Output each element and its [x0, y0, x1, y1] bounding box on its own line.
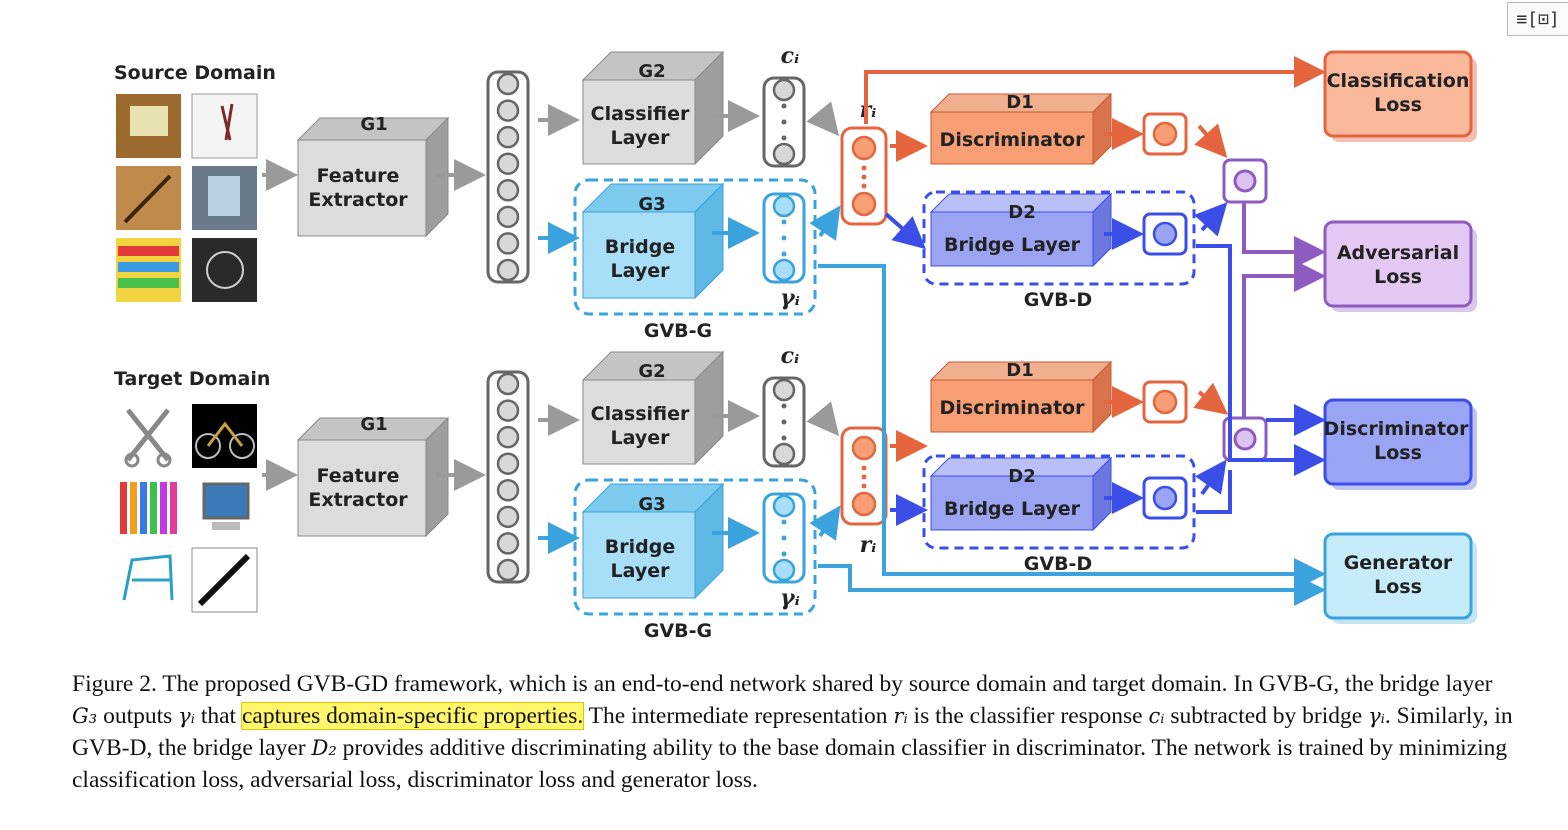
source-classifier-label: Classifier — [591, 103, 690, 125]
target-r-i-label: rᵢ — [860, 532, 877, 558]
source-gamma-i-label: γᵢ — [780, 285, 800, 311]
generator-loss-label-2: Loss — [1374, 576, 1422, 598]
caption-highlight[interactable]: captures domain-specific properties. — [240, 702, 585, 730]
target-gvb-g-box — [573, 478, 817, 616]
source-discriminator-label: Discriminator — [940, 129, 1086, 151]
caption-text-2: outputs — [97, 703, 179, 729]
generator-loss-box: Generator Loss — [1323, 532, 1477, 624]
generator-loss-label-1: Generator — [1344, 552, 1453, 574]
caption-c: cᵢ — [1148, 704, 1165, 728]
discriminator-loss-label-2: Loss — [1374, 442, 1422, 464]
caption-text-5: is the classifier response — [907, 703, 1149, 729]
caption-d2: D₂ — [311, 736, 337, 760]
classification-loss-label-2: Loss — [1374, 94, 1422, 116]
source-representation-vector — [840, 126, 888, 226]
discriminator-loss-label-1: Discriminator — [1324, 418, 1470, 440]
classification-loss-label-1: Classification — [1327, 70, 1470, 92]
source-d1-discriminator-cube — [929, 92, 1113, 166]
source-gvb-d-box — [922, 190, 1196, 286]
target-extractor-label: Extractor — [308, 489, 408, 511]
source-d2-bridge-cube — [929, 192, 1113, 268]
source-gvb-g-box — [573, 178, 817, 316]
source-feature-extractor-cube — [296, 116, 450, 238]
target-d2-bridge-cube — [929, 456, 1113, 532]
adversarial-loss-box: Adversarial Loss — [1323, 220, 1477, 312]
target-d2-bridge-layer-label: Bridge Layer — [944, 498, 1081, 520]
target-bridge-layer-label: Layer — [611, 560, 671, 582]
target-domain-label: Target Domain — [114, 368, 270, 390]
source-feature-vector — [486, 70, 530, 284]
source-d2-bridge-layer-label: Bridge Layer — [944, 234, 1081, 256]
caption-text-6: subtracted by bridge — [1164, 703, 1369, 729]
source-d2-label: D2 — [1008, 202, 1035, 223]
caption-gamma-2: γᵢ — [1368, 704, 1385, 728]
target-d2-label: D2 — [1008, 466, 1035, 487]
source-g2-label: G2 — [638, 61, 665, 82]
caption-text-8: provides additive discriminating ability… — [72, 735, 1508, 793]
caption-text-3: that — [194, 703, 242, 729]
caption-text-7: . Similarly, in GVB-D, the bridge layer — [72, 703, 1513, 761]
source-domain-label: Source Domain — [114, 62, 276, 84]
target-g3-label: G3 — [638, 494, 665, 515]
source-feature-label: Feature — [317, 165, 400, 187]
target-gvb-d-label: GVB-D — [1024, 553, 1092, 575]
source-pipeline: G1FeatureExtractorG2ClassifierLayerGVB-G… — [262, 43, 1196, 342]
target-d1-label: D1 — [1006, 360, 1033, 381]
gvb-gd-diagram: Source Domain Target Domain — [114, 43, 1477, 642]
target-feature-label: Feature — [317, 465, 400, 487]
source-classifier-cube — [581, 50, 725, 166]
target-gamma-i-label: γᵢ — [780, 585, 800, 611]
target-bridge-label: Bridge — [605, 536, 675, 558]
source-c-i-label: cᵢ — [781, 43, 800, 69]
caption-g3: G₃ — [72, 704, 98, 728]
source-d1-label: D1 — [1006, 92, 1033, 113]
target-classifier-response-vector — [762, 376, 806, 468]
adversarial-loss-label-2: Loss — [1374, 266, 1422, 288]
target-image-grid — [116, 404, 258, 613]
target-classifier-label: Classifier — [591, 403, 690, 425]
target-feature-vector — [486, 370, 530, 584]
caption-r: rᵢ — [893, 704, 908, 728]
source-bridge-vector — [762, 192, 806, 284]
source-bridge-label: Bridge — [605, 236, 675, 258]
bike-image — [192, 238, 257, 302]
source-image-grid — [116, 93, 258, 302]
source-g3-label: G3 — [638, 194, 665, 215]
target-d1-discriminator-cube — [929, 360, 1113, 434]
discriminator-loss-box: Discriminator Loss — [1323, 398, 1477, 490]
adversarial-loss-label-1: Adversarial — [1337, 242, 1459, 264]
caption-gamma: γᵢ — [178, 704, 195, 728]
target-c-i-label: cᵢ — [781, 343, 800, 369]
source-extractor-label: Extractor — [308, 189, 408, 211]
target-representation-vector — [840, 426, 888, 526]
target-classifier-cube — [581, 350, 725, 466]
target-bridge-cube — [581, 482, 725, 600]
source-classifier-response-vector — [762, 76, 806, 168]
expand-icon[interactable]: ≡[⊡] — [1507, 2, 1568, 36]
source-bridge-layer-label: Layer — [611, 260, 671, 282]
target-bridge-vector — [762, 492, 806, 584]
source-gvb-d-label: GVB-D — [1024, 289, 1092, 311]
source-bridge-cube — [581, 182, 725, 300]
target-gvb-d-box — [922, 454, 1196, 550]
target-pipeline: G1FeatureExtractorG2ClassifierLayerGVB-G… — [262, 343, 1196, 642]
caption-text-4: The intermediate representation — [583, 703, 894, 729]
target-g1-label: G1 — [360, 414, 387, 435]
target-classifier-layer-label: Layer — [611, 427, 671, 449]
figure-caption: Figure 2. The proposed GVB-GD framework,… — [72, 668, 1522, 796]
classification-loss-box: Classification Loss — [1323, 50, 1477, 142]
target-g2-label: G2 — [638, 361, 665, 382]
target-feature-extractor-cube — [296, 416, 450, 538]
source-gvb-g-label: GVB-G — [644, 320, 712, 342]
source-g1-label: G1 — [360, 114, 387, 135]
target-discriminator-label: Discriminator — [940, 397, 1086, 419]
target-gvb-g-label: GVB-G — [644, 620, 712, 642]
caption-text-1: Figure 2. The proposed GVB-GD framework,… — [72, 671, 1493, 697]
source-classifier-layer-label: Layer — [611, 127, 671, 149]
scissors-image — [191, 93, 258, 159]
